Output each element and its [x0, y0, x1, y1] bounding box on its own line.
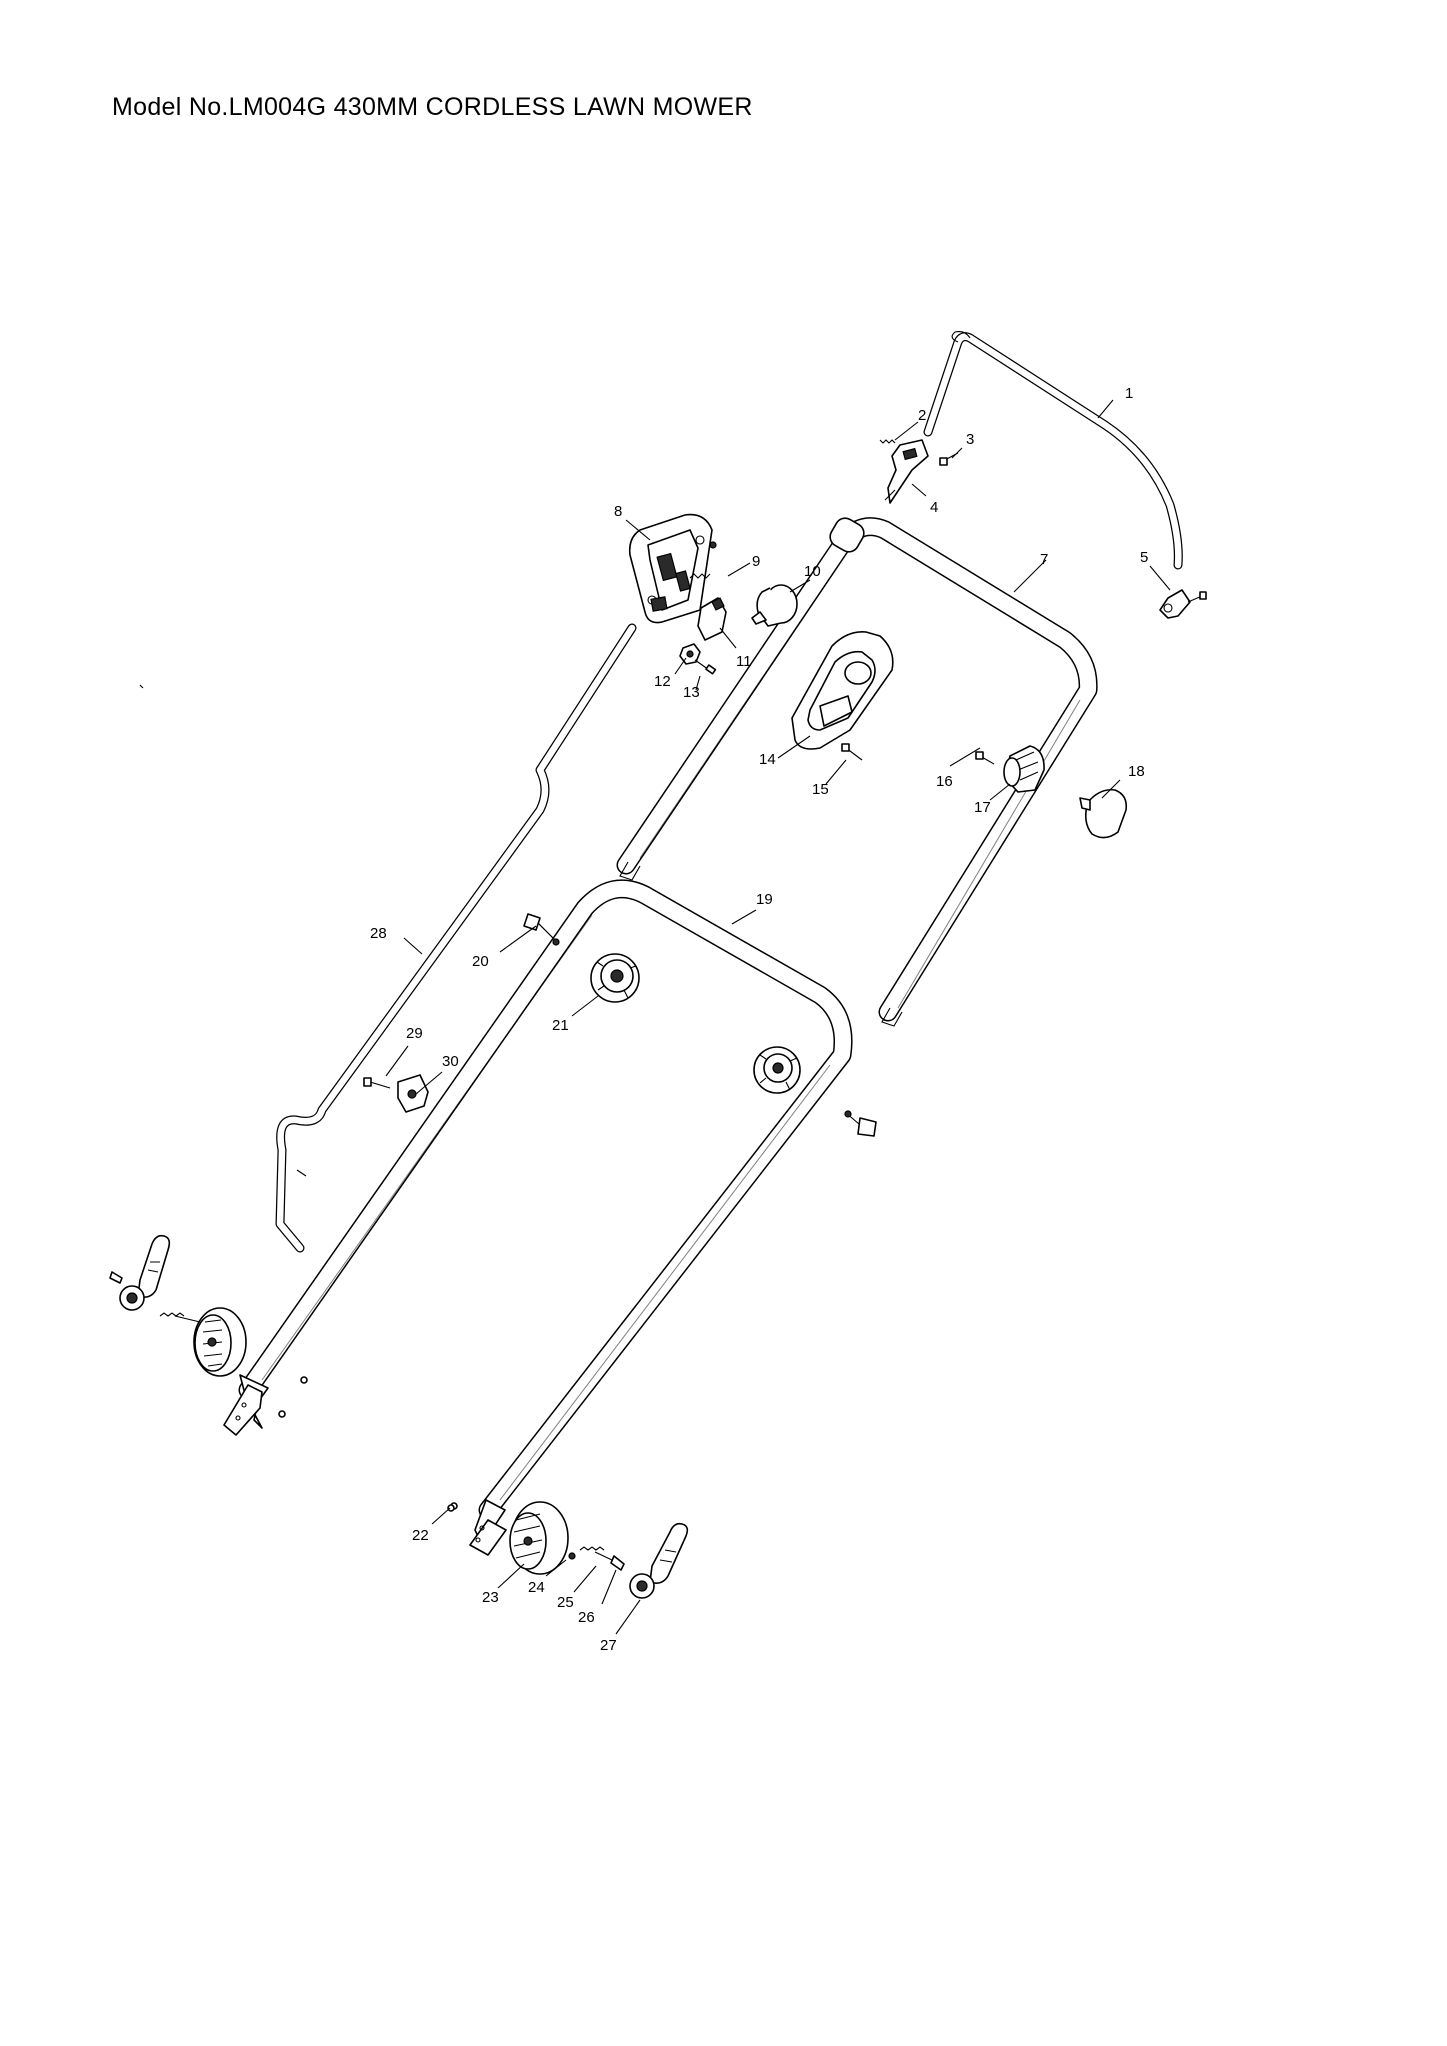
switch-box: [628, 513, 717, 624]
callout-30: 30: [442, 1053, 459, 1070]
callout-7: 7: [1040, 551, 1048, 568]
small-spring: [879, 439, 896, 444]
hex-nut: [679, 643, 701, 665]
callout-9: 9: [752, 553, 760, 570]
screw-15: [841, 743, 863, 761]
callout-3: 3: [966, 431, 974, 448]
bolt-25: [579, 1546, 613, 1561]
callout-23: 23: [482, 1589, 499, 1606]
quick-release-lever-27: [629, 1522, 689, 1599]
lock-off-button: [751, 584, 798, 627]
callout-8: 8: [614, 503, 622, 520]
screw-22: [447, 1502, 458, 1512]
callout-labels: 1 2 3 4 5 7 8 9 10 11 12 13 14 15 16 17 …: [370, 385, 1148, 1654]
handle-knob-17: [1003, 745, 1045, 793]
leader-lines: [385, 399, 1171, 1635]
bolt-left: [159, 1312, 201, 1323]
end-cap: [1079, 788, 1128, 839]
spring: [689, 573, 711, 579]
callout-17: 17: [974, 799, 991, 816]
control-cable: [275, 623, 637, 1253]
callout-4: 4: [930, 499, 938, 516]
battery-cover: [791, 630, 894, 750]
callout-21: 21: [552, 1017, 569, 1034]
screw-13: [694, 659, 717, 675]
switch-lever-rod: [923, 331, 1183, 570]
pin-26: [610, 1555, 625, 1571]
callout-12: 12: [654, 673, 671, 690]
switch-lever: [884, 439, 929, 504]
lower-handle-tube: [223, 879, 853, 1556]
cable-clamp: [1159, 589, 1207, 619]
callout-14: 14: [759, 751, 776, 768]
lever-block: [697, 597, 727, 641]
callout-29: 29: [406, 1025, 423, 1042]
handle-knob-right: [753, 1046, 801, 1094]
upper-handle-tube: [616, 517, 1098, 1027]
callout-2: 2: [918, 407, 926, 424]
callout-18: 18: [1128, 763, 1145, 780]
callout-26: 26: [578, 1609, 595, 1626]
callout-15: 15: [812, 781, 829, 798]
callout-11: 11: [736, 653, 752, 670]
bolt-20: [523, 913, 560, 946]
callout-28: 28: [370, 925, 387, 942]
callout-27: 27: [600, 1637, 617, 1654]
cable-clip: [397, 1074, 429, 1113]
height-adjuster-left: [193, 1307, 247, 1377]
callout-19: 19: [756, 891, 773, 908]
callout-22: 22: [412, 1527, 429, 1544]
spring-24: [568, 1552, 576, 1560]
callout-24: 24: [528, 1579, 545, 1596]
handle-knob-21: [590, 953, 640, 1003]
pin-left: [109, 1271, 123, 1284]
screws-left: [278, 1376, 308, 1418]
page-title: Model No.LM004G 430MM CORDLESS LAWN MOWE…: [112, 93, 753, 121]
callout-1: 1: [1125, 385, 1133, 402]
bolt-right: [844, 1110, 877, 1137]
callout-20: 20: [472, 953, 489, 970]
callout-13: 13: [683, 684, 700, 701]
height-adjuster-23: [509, 1501, 569, 1575]
screw-29: [363, 1077, 391, 1089]
callout-16: 16: [936, 773, 953, 790]
stray-mark: [139, 684, 144, 689]
callout-10: 10: [804, 563, 821, 580]
callout-5: 5: [1140, 549, 1148, 566]
screw-16: [975, 751, 995, 765]
callout-25: 25: [557, 1594, 574, 1611]
quick-release-lever-left: [119, 1234, 171, 1311]
